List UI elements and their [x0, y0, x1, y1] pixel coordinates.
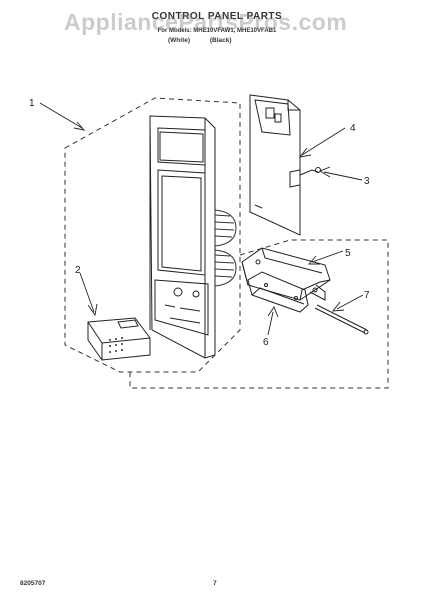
color-variants: (White) (Black) [168, 37, 250, 44]
assembly-boundary-bracket [129, 239, 389, 389]
model-list: For Models: MHE10VFAW1, MHE10VFAB1 [157, 28, 277, 34]
assembly-boundary-main [64, 97, 241, 373]
callout-5: 5 [345, 248, 351, 259]
callout-6: 6 [263, 337, 269, 348]
frame-hinges [214, 209, 237, 287]
keypad-button [87, 317, 151, 361]
callout-3: 3 [364, 176, 370, 187]
latch-plate [247, 271, 309, 313]
callout-2: 2 [75, 265, 81, 276]
variant-black: (Black) [209, 37, 232, 44]
callout-1: 1 [29, 98, 35, 109]
control-panel-frame [149, 115, 216, 359]
keypad-dots [109, 337, 123, 353]
diagram-title: CONTROL PANEL PARTS [151, 11, 283, 22]
document-number: 8205707 [20, 580, 46, 587]
page-number: 7 [213, 580, 217, 587]
callout-7: 7 [364, 290, 370, 301]
control-board [249, 94, 301, 236]
callout-4: 4 [350, 123, 356, 134]
leader-lines [39, 102, 364, 336]
mounting-bracket [241, 247, 331, 301]
variant-white: (White) [168, 37, 191, 44]
wire-connector [299, 167, 321, 176]
actuator-rod [314, 304, 369, 335]
